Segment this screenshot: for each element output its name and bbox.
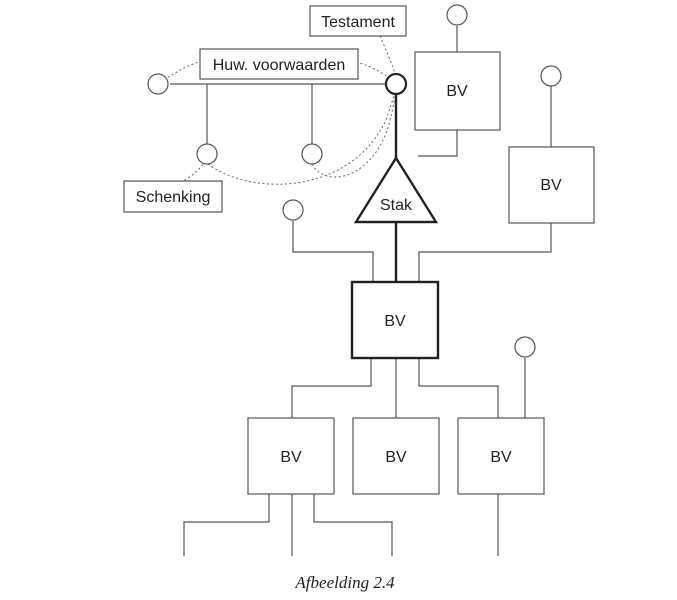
stak-label: Stak [380,197,413,214]
svg-text:BV: BV [446,83,468,100]
svg-text:BV: BV [280,449,302,466]
bv-box: BV [457,417,545,495]
family-lines [170,83,386,144]
main-bv-box: BV [350,280,440,360]
label-schenking: Schenking [123,180,223,213]
bv-box: BV [508,146,595,224]
label-huwelijksvoorwaarden: Huw. voorwaarden [199,48,359,80]
persons [147,4,562,358]
testament-label: Testament [321,14,395,31]
connector-lines [183,26,552,556]
schenking-label: Schenking [136,189,211,206]
svg-text:BV: BV [384,313,406,330]
label-testament: Testament [309,5,407,37]
person-node [147,73,169,95]
bv-box: BV [414,51,501,131]
svg-text:BV: BV [490,449,512,466]
person-node [301,143,323,165]
svg-text:BV: BV [540,177,562,194]
person-node [196,143,218,165]
principal-person-node [384,72,408,96]
person-node [282,199,304,221]
stak-triangle [353,155,439,224]
person-node [540,65,562,87]
bv-box: BV [352,417,440,495]
figure-caption: Afbeelding 2.4 [294,573,395,592]
svg-text:BV: BV [385,449,407,466]
bv-box: BV [247,417,335,495]
huwelijksvoorwaarden-label: Huw. voorwaarden [213,57,346,74]
person-node [446,4,468,26]
person-node [514,336,536,358]
